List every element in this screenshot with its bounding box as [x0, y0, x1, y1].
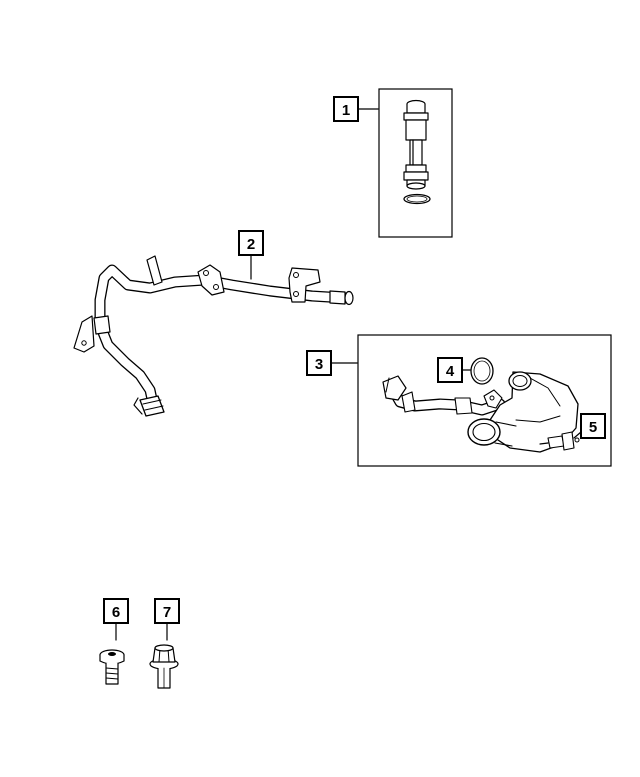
callout-1-label: 1	[342, 102, 350, 119]
callout-1[interactable]: 1	[333, 96, 359, 122]
part-1-frame	[378, 88, 453, 238]
callout-7[interactable]: 7	[154, 598, 180, 624]
callout-7-label: 7	[163, 604, 171, 621]
outlet-assembly	[382, 371, 579, 453]
part-7-group: 7	[149, 598, 180, 689]
callout-3-label: 3	[315, 356, 323, 373]
fitting-tube	[403, 99, 429, 190]
callout-3[interactable]: 3	[306, 350, 332, 376]
callout-6[interactable]: 6	[103, 598, 129, 624]
flange-bolt	[149, 644, 179, 689]
temperature-sensor	[539, 431, 580, 451]
callout-5[interactable]: 5	[580, 413, 606, 439]
part-3-group: 3	[306, 334, 612, 467]
callout-2[interactable]: 2	[238, 230, 264, 256]
o-ring-4	[470, 357, 494, 385]
part-3-frame	[357, 334, 612, 467]
o-ring-1	[403, 193, 431, 205]
callout-2-label: 2	[247, 236, 255, 253]
part-2-group: 2	[73, 230, 354, 417]
callout-4[interactable]: 4	[437, 357, 463, 383]
screw	[99, 649, 125, 685]
callout-6-label: 6	[112, 604, 120, 621]
coolant-tube	[73, 255, 354, 417]
part-6-group: 6	[99, 598, 129, 685]
callout-5-label: 5	[589, 419, 597, 436]
callout-4-label: 4	[446, 363, 455, 380]
part-1-group: 1	[333, 88, 453, 238]
